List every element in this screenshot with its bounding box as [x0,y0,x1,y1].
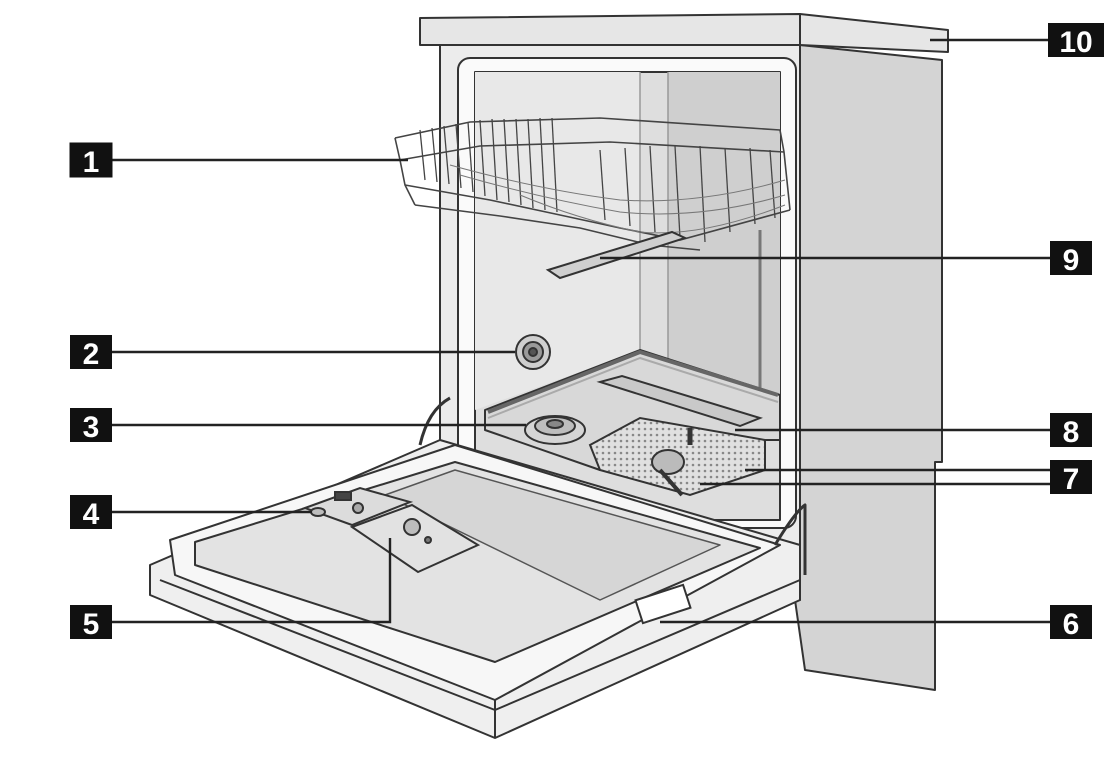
callout-10-label: 10 [1059,26,1092,59]
callout-4-label: 4 [83,498,100,531]
callout-7: 7 [1050,460,1092,496]
callout-8: 8 [1050,413,1092,449]
callout-1: 1 [70,143,112,179]
salt-container [525,416,585,444]
callout-6-label: 6 [1063,608,1080,641]
callout-10: 10 [1048,23,1104,59]
callout-3: 3 [70,408,112,444]
callout-9-label: 9 [1063,244,1080,277]
callout-9: 9 [1050,241,1092,277]
callout-6: 6 [1050,605,1092,641]
callout-5-label: 5 [83,608,100,641]
callout-5: 5 [70,605,112,641]
callout-3-label: 3 [83,411,100,444]
callout-8-label: 8 [1063,416,1080,449]
callout-2: 2 [70,335,112,371]
callout-4: 4 [70,495,112,531]
callout-1-label: 1 [83,146,100,179]
callout-7-label: 7 [1063,463,1080,496]
callout-2-label: 2 [83,338,100,371]
cabinet-side-panel [795,45,942,690]
tub-right-wall [668,72,780,400]
water-inlet [516,335,550,369]
